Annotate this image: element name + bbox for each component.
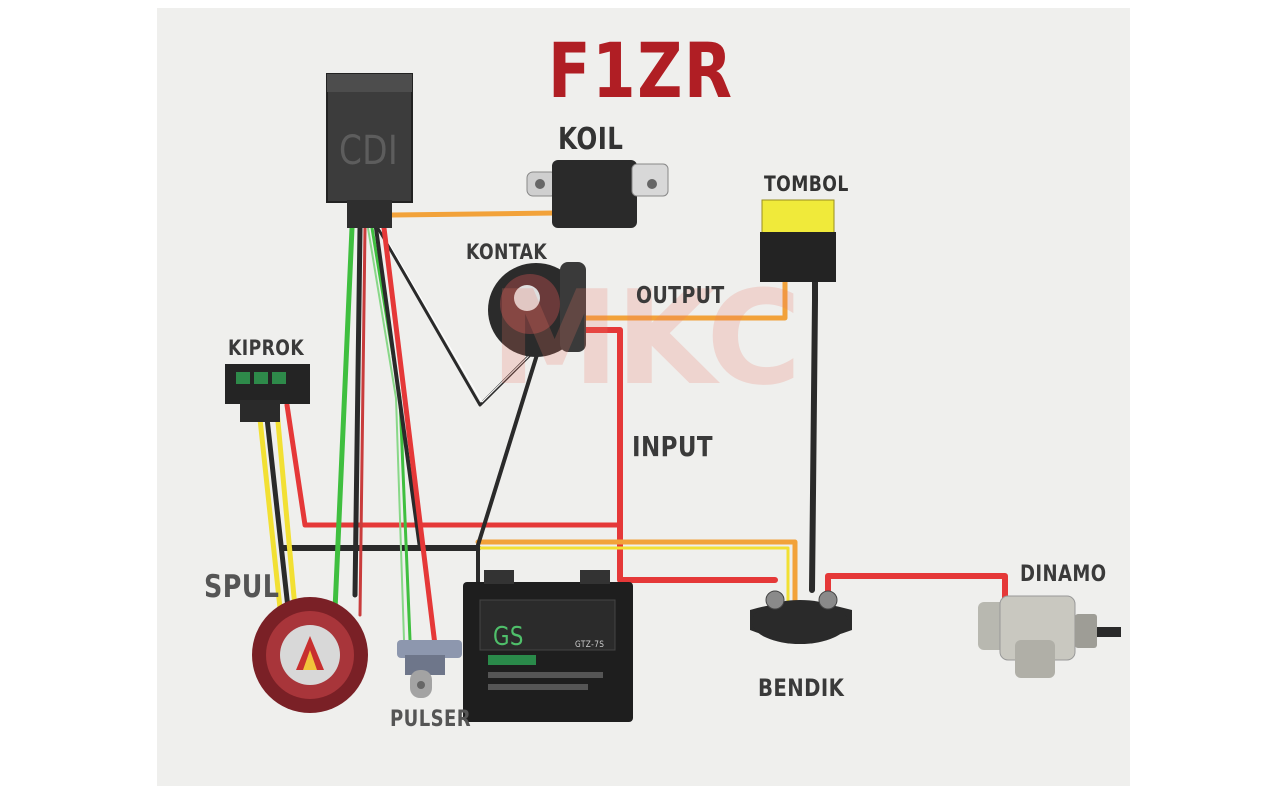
dinamo-label: DINAMO bbox=[1020, 562, 1107, 587]
koil-unit bbox=[526, 160, 669, 228]
battery bbox=[463, 570, 633, 722]
wire-kontak-output bbox=[582, 279, 788, 321]
wire-cdi-koil bbox=[389, 210, 558, 218]
koil-label: KOIL bbox=[558, 122, 624, 157]
battery-brand: GS bbox=[493, 622, 524, 652]
wire-kontak-input bbox=[582, 327, 778, 583]
watermark-text: MKC bbox=[490, 262, 802, 414]
output-label: OUTPUT bbox=[636, 283, 725, 309]
pulser-sensor bbox=[397, 640, 462, 698]
wire-main-orange bbox=[475, 539, 798, 613]
wires bbox=[255, 210, 1008, 648]
wire-cdi-black bbox=[352, 225, 363, 598]
kontak-switch bbox=[488, 262, 586, 357]
tombol-label: TOMBOL bbox=[764, 172, 849, 196]
wire-cdi-red bbox=[381, 225, 438, 648]
kontak-label: KONTAK bbox=[466, 240, 548, 264]
kiprok-regulator bbox=[225, 364, 310, 422]
bendik-label: BENDIK bbox=[758, 674, 845, 702]
cdi-unit bbox=[326, 73, 413, 228]
input-label: INPUT bbox=[632, 430, 713, 463]
bendik-relay bbox=[750, 590, 852, 644]
wire-battery-kontak bbox=[476, 343, 542, 602]
diagram-title: F1ZR bbox=[548, 26, 734, 115]
wire-main-yellow bbox=[476, 546, 790, 614]
wire-kiprok-red bbox=[284, 402, 623, 528]
cdi-label: CDI bbox=[339, 128, 399, 174]
wire-tombol-bendik bbox=[809, 279, 818, 593]
wire-kiprok-spul-black bbox=[262, 397, 291, 611]
tombol-switch bbox=[760, 199, 836, 282]
spul-stator bbox=[252, 597, 368, 713]
dinamo-starter bbox=[978, 595, 1121, 678]
wire-cdi-green bbox=[332, 225, 355, 613]
wire-bendik-dinamo bbox=[825, 573, 1008, 601]
spul-label: SPUL bbox=[204, 569, 280, 605]
battery-model: GTZ-7S bbox=[575, 640, 605, 650]
kiprok-label: KIPROK bbox=[228, 336, 305, 360]
wire-kiprok-spul-yellow bbox=[255, 397, 283, 611]
pulser-label: PULSER bbox=[390, 707, 472, 732]
